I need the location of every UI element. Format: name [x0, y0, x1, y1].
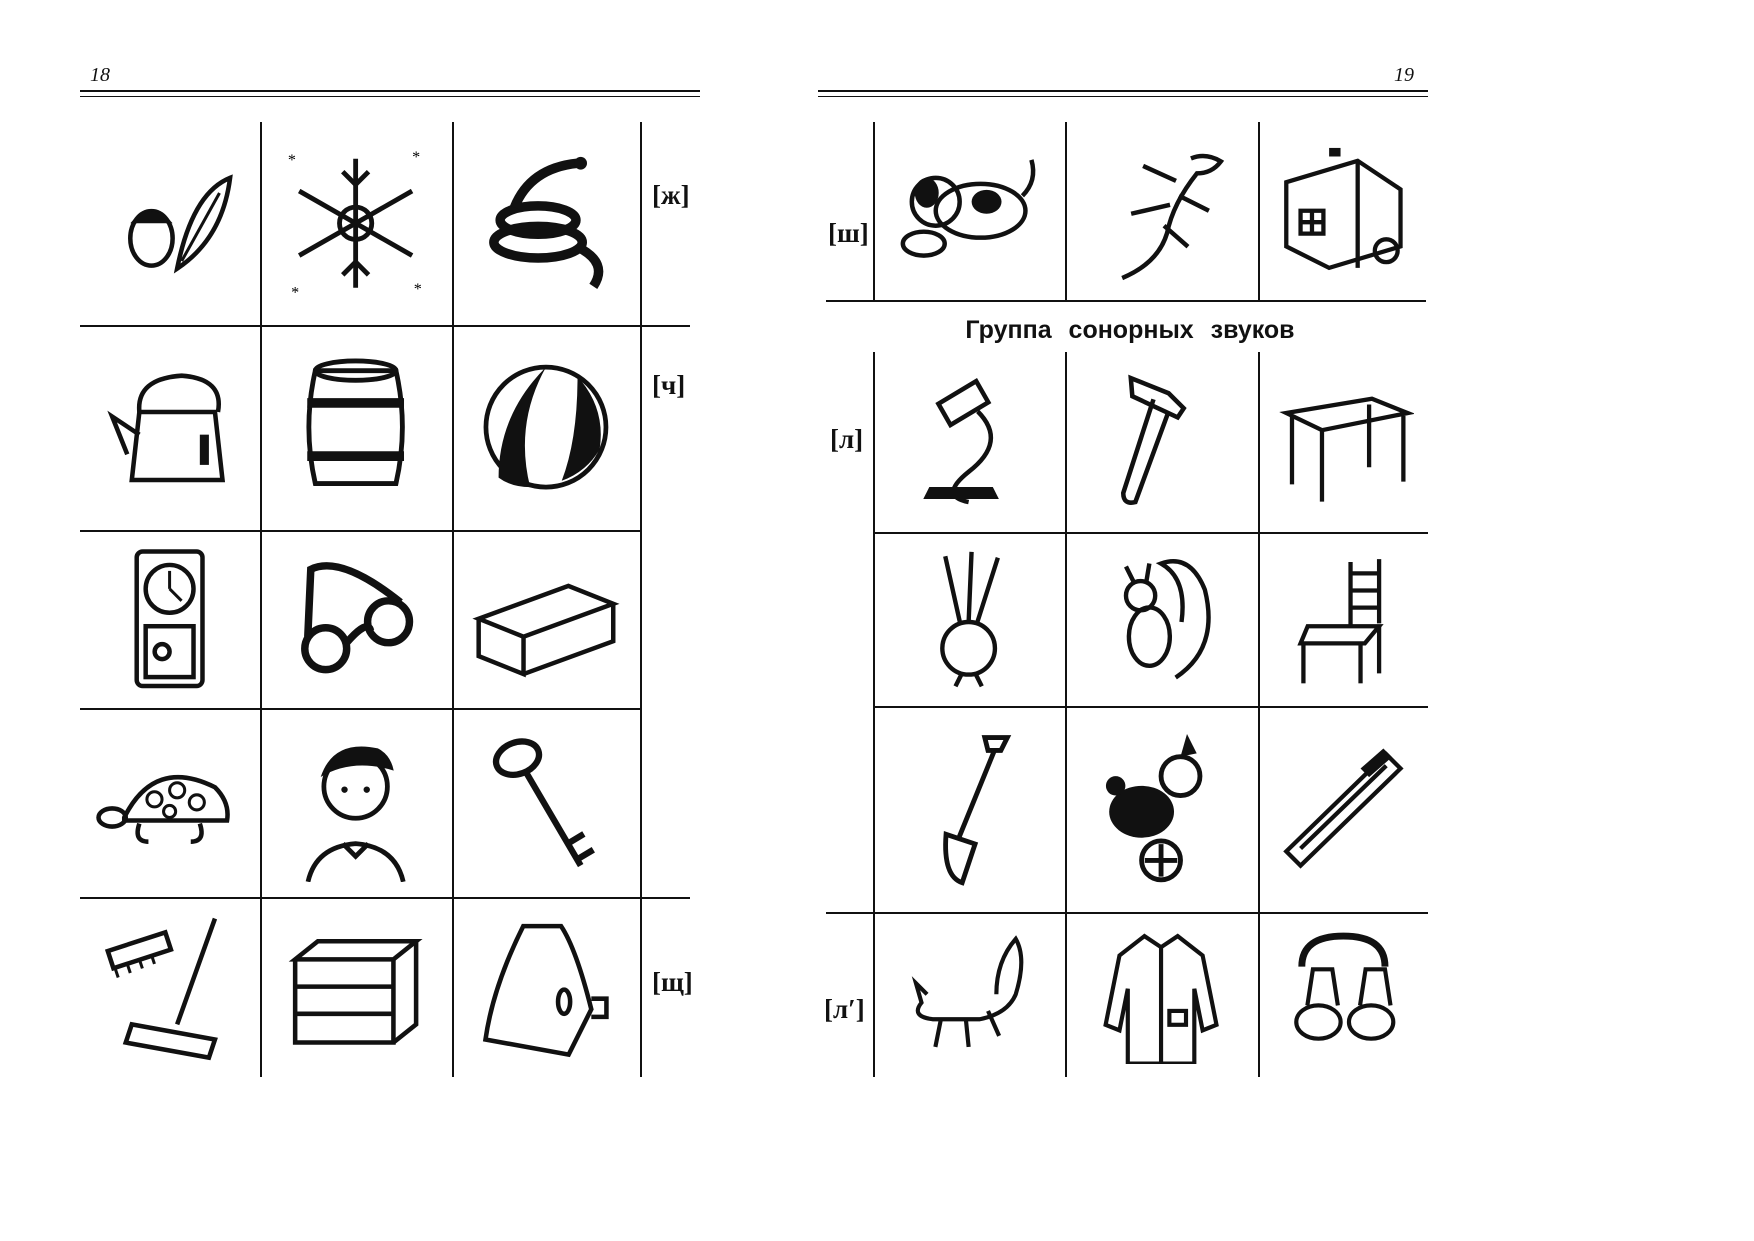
page-number-right: 19: [1394, 64, 1414, 86]
hood-icon: [452, 897, 640, 1077]
barrel-icon: [260, 325, 452, 530]
box-icon: [260, 897, 452, 1077]
lamp-icon: [873, 352, 1065, 532]
snake-icon: [452, 122, 640, 325]
sound-label-zh: [ж]: [652, 180, 690, 210]
shovel-icon: [873, 706, 1065, 912]
pencil-case-icon: [1258, 706, 1428, 912]
lizard-icon: [1065, 122, 1258, 300]
kettle-icon: [80, 325, 260, 530]
svg-text:*: *: [291, 285, 299, 302]
clock-icon: [80, 530, 260, 708]
puppy-icon: [873, 122, 1065, 300]
header-rule-thin: [818, 96, 1428, 97]
header-rule: [80, 90, 700, 92]
table-icon: [1258, 352, 1428, 532]
fox-icon: [873, 912, 1065, 1077]
sound-label-l-soft: [л′]: [824, 994, 865, 1024]
svg-text:*: *: [412, 149, 420, 166]
turtle-icon: [80, 708, 260, 897]
ball-icon: [452, 325, 640, 530]
sound-label-shch: [щ]: [652, 967, 693, 997]
right-top-grid: [ш]: [818, 122, 1428, 302]
chair-icon: [1258, 532, 1428, 706]
acorn-leaf-icon: [80, 122, 260, 325]
sound-label-sh: [ш]: [828, 218, 869, 248]
group-title: Группа сонорных звуков: [965, 316, 1295, 344]
page-number-left: 18: [90, 64, 110, 86]
boy-icon: [260, 708, 452, 897]
svg-text:*: *: [288, 152, 296, 169]
svg-text:*: *: [414, 281, 422, 298]
sound-label-ch: [ч]: [652, 370, 686, 400]
ambulance-icon: [1258, 122, 1428, 300]
left-picture-grid: * * * * [ж] [ч]: [80, 122, 700, 1077]
squirrel-icon: [1065, 532, 1258, 706]
clown-icon: [1065, 706, 1258, 912]
glasses-icon: [260, 530, 452, 708]
snowflake-icon: * * * *: [260, 122, 452, 325]
binoculars-icon: [1258, 912, 1428, 1077]
brush-broom-icon: [80, 897, 260, 1077]
right-sonor-grid: [л] [л′]: [818, 352, 1428, 1077]
coat-icon: [1065, 912, 1258, 1077]
key-icon: [452, 708, 640, 897]
hammer-icon: [1065, 352, 1258, 532]
header-rule: [818, 90, 1428, 92]
sound-label-l: [л]: [830, 424, 864, 454]
header-rule-thin: [80, 96, 700, 97]
brick-icon: [452, 530, 640, 708]
onion-icon: [873, 532, 1065, 706]
